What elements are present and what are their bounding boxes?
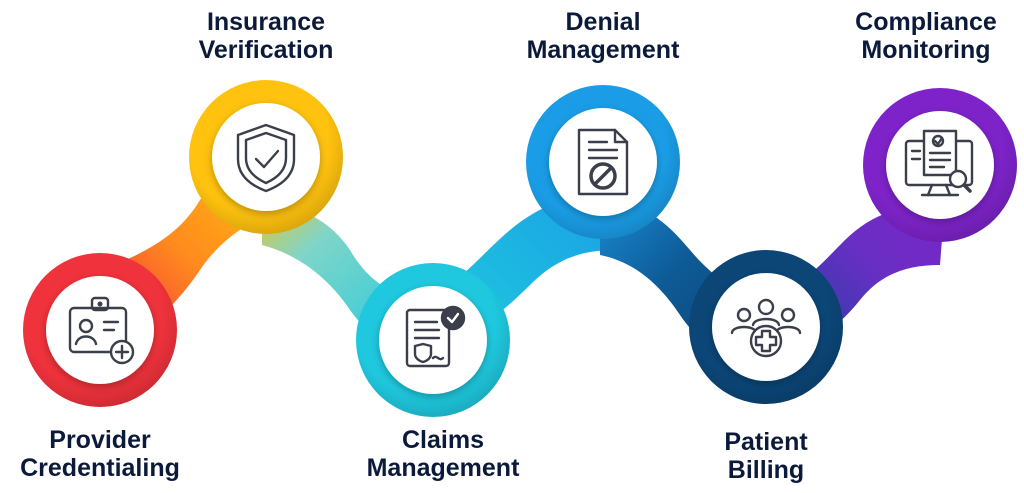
step-label-compliance-monitoring: Compliance Monitoring: [836, 8, 1016, 64]
document-denied-icon: [577, 128, 629, 196]
claim-document-check-icon: [405, 305, 466, 368]
label-line: Patient: [724, 428, 808, 456]
label-line: Compliance: [855, 8, 997, 36]
step-icon-disc: [212, 103, 320, 211]
step-label-insurance-verification: Insurance Verification: [176, 8, 356, 64]
step-label-provider-credentialing: Provider Credentialing: [10, 426, 190, 482]
step-icon-disc: [549, 108, 657, 216]
step-node-claims-management: [356, 263, 510, 417]
monitor-audit-icon: [904, 129, 974, 197]
step-node-denial-management: [526, 85, 680, 239]
step-label-denial-management: Denial Management: [498, 8, 708, 64]
id-badge-plus-icon: [68, 296, 135, 365]
label-line: Denial: [565, 8, 641, 36]
patients-medical-icon: [730, 298, 802, 358]
step-icon-disc: [46, 276, 154, 384]
label-line: Provider: [49, 426, 151, 454]
step-node-provider-credentialing: [23, 253, 177, 407]
label-line: Insurance: [206, 8, 326, 36]
label-line: Claims: [402, 426, 484, 454]
shield-check-icon: [236, 123, 296, 193]
label-line: Management: [366, 454, 520, 482]
label-line: Credentialing: [20, 454, 180, 482]
step-node-insurance-verification: [189, 80, 343, 234]
label-line: Management: [526, 36, 680, 64]
step-label-patient-billing: Patient Billing: [676, 428, 856, 484]
label-line: Verification: [198, 36, 334, 64]
label-line: Monitoring: [861, 36, 991, 64]
step-icon-disc: [379, 286, 487, 394]
step-label-claims-management: Claims Management: [338, 426, 548, 482]
label-line: Billing: [727, 456, 805, 484]
